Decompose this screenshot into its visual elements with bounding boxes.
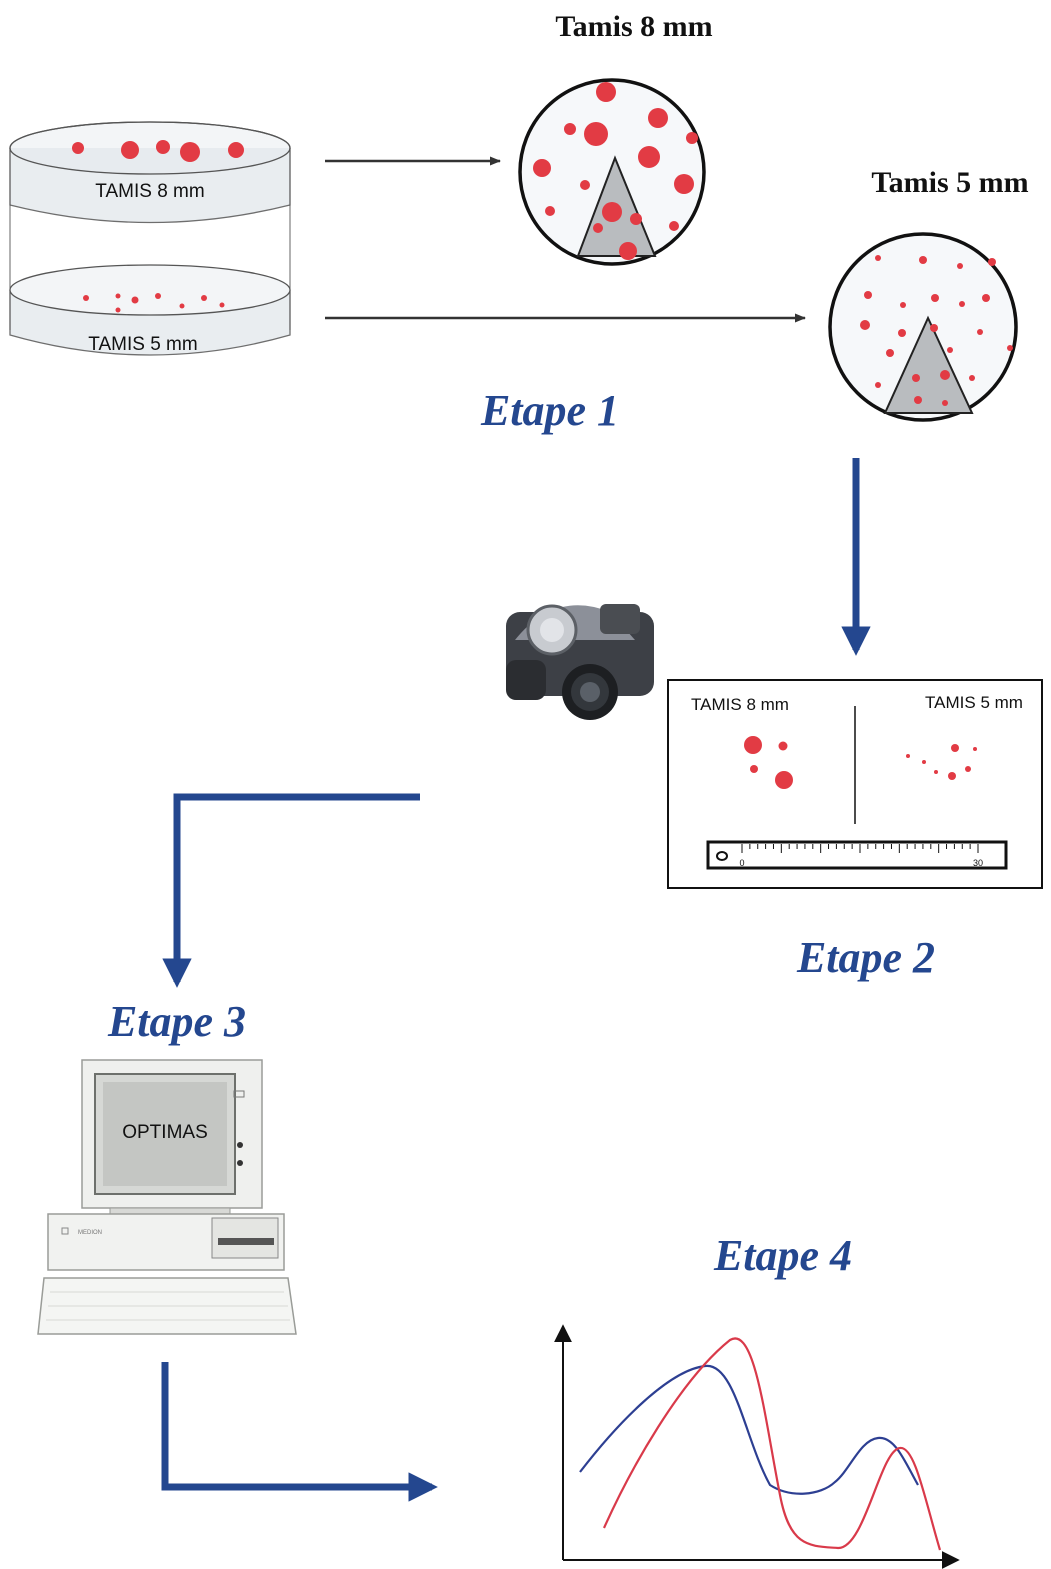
sieve5-magnified-view bbox=[828, 232, 1018, 422]
photo-panel: TAMIS 8 mm TAMIS 5 mm 0 30 bbox=[667, 679, 1043, 889]
step3-label: Etape 3 bbox=[107, 997, 246, 1046]
arrow-to-computer bbox=[162, 793, 420, 988]
computer-icon: OPTIMAS MEDION bbox=[37, 1059, 297, 1335]
sieve8-title: Tamis 8 mm bbox=[555, 10, 712, 43]
step2-label: Etape 2 bbox=[796, 933, 935, 982]
sieve-stack: TAMIS 8 mm TAMIS 5 mm bbox=[9, 121, 291, 356]
sieve-stack-bottom-particles bbox=[83, 293, 225, 313]
sieve-stack-top-particles bbox=[72, 140, 244, 162]
sieve5-title: Tamis 5 mm bbox=[871, 166, 1028, 199]
sieve8-magnified-view bbox=[518, 78, 706, 266]
sieve-stack-bottom-rim bbox=[9, 264, 291, 316]
photo-panel-left-particles bbox=[744, 736, 793, 789]
sieve8-particles bbox=[533, 82, 698, 260]
photo-panel-left-label: TAMIS 8 mm bbox=[691, 695, 789, 714]
ruler: 0 30 bbox=[706, 840, 1008, 870]
computer-brand-label: MEDION bbox=[78, 1230, 102, 1236]
chart-curve-blue bbox=[579, 1364, 919, 1495]
sieve-stack-bottom-label: TAMIS 5 mm bbox=[88, 334, 197, 355]
step1-label: Etape 1 bbox=[480, 386, 619, 435]
result-chart bbox=[554, 1324, 960, 1569]
computer-screen-label: OPTIMAS bbox=[122, 1122, 208, 1143]
photo-panel-right-label: TAMIS 5 mm bbox=[925, 693, 1023, 712]
photo-panel-right-particles bbox=[906, 744, 977, 780]
chart-curve-red bbox=[602, 1337, 942, 1551]
arrow-to-chart bbox=[161, 1362, 438, 1502]
step4-label: Etape 4 bbox=[713, 1231, 852, 1280]
ruler-start-label: 0 bbox=[739, 858, 744, 868]
camera-icon bbox=[506, 604, 654, 720]
ruler-end-label: 30 bbox=[973, 858, 983, 868]
sieve5-particles bbox=[860, 255, 1013, 406]
sieve-stack-top-label: TAMIS 8 mm bbox=[95, 181, 204, 202]
